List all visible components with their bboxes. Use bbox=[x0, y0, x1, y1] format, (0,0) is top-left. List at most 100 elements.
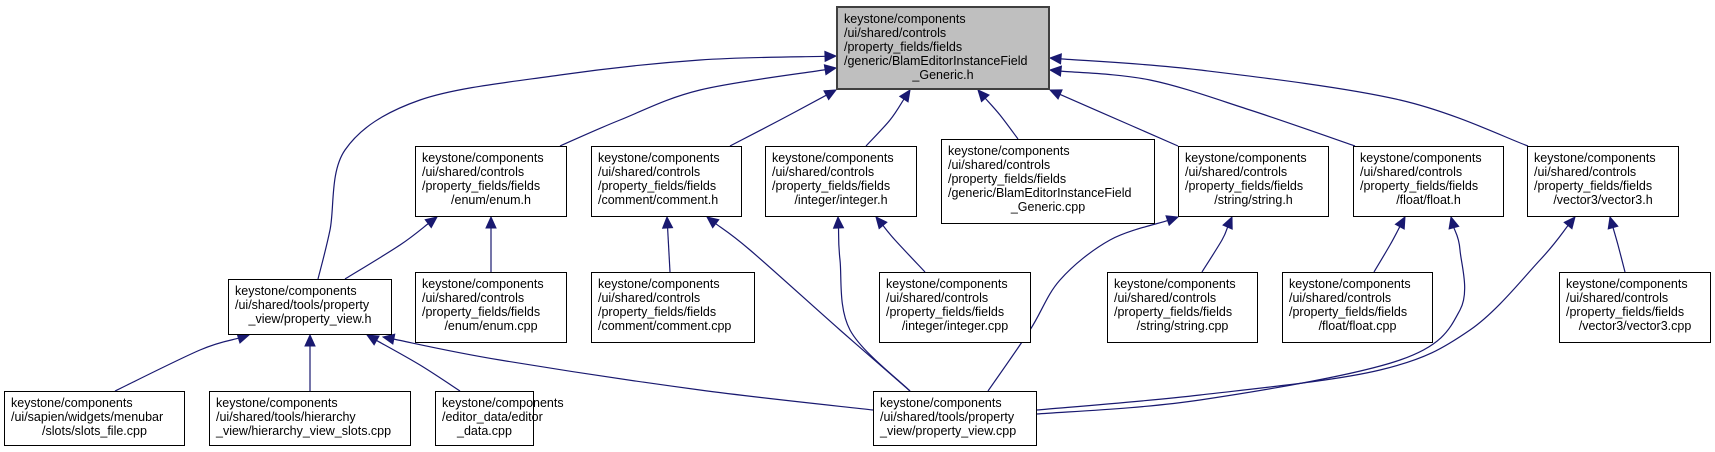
edge-line bbox=[1060, 58, 1529, 147]
node-root: keystone/components/ui/shared/controls/p… bbox=[836, 6, 1050, 90]
node-label-line: _data.cpp bbox=[457, 424, 512, 438]
node-label-line: keystone/components bbox=[1360, 151, 1482, 165]
node-label-line: /property_fields/fields bbox=[1185, 179, 1304, 193]
node-label-line: /editor_data/editor bbox=[442, 410, 543, 424]
edge-enum-cpp-to-enum-h bbox=[485, 215, 497, 272]
edge-integer-cpp-to-integer-h bbox=[875, 216, 926, 273]
arrowhead-icon bbox=[381, 333, 396, 345]
edge-property-view-cpp-to-float-h bbox=[1036, 215, 1466, 415]
node-label-line: keystone/components bbox=[844, 12, 966, 26]
arrowhead-icon bbox=[1607, 215, 1619, 230]
node-float-cpp[interactable]: keystone/components/ui/shared/controls/p… bbox=[1282, 272, 1433, 343]
node-label-line: _view/hierarchy_view_slots.cpp bbox=[216, 424, 392, 438]
edge-property-view-h-to-root bbox=[317, 50, 838, 280]
node-label-line: keystone/components bbox=[772, 151, 894, 165]
node-slots-file-cpp[interactable]: keystone/components/ui/sapien/widgets/me… bbox=[4, 391, 185, 446]
node-label-line: /property_fields/fields bbox=[1114, 305, 1233, 319]
node-vector3-h[interactable]: keystone/components/ui/shared/controls/p… bbox=[1527, 146, 1679, 217]
node-property-view-h[interactable]: keystone/components/ui/shared/tools/prop… bbox=[228, 279, 392, 335]
edge-line bbox=[1373, 226, 1401, 273]
node-label-line: /property_fields/fields bbox=[844, 40, 963, 54]
arrowhead-icon bbox=[898, 88, 911, 103]
edge-integer-h-to-root bbox=[865, 88, 911, 147]
node-vector3-cpp[interactable]: keystone/components/ui/shared/controls/p… bbox=[1559, 272, 1711, 343]
node-label-line: _view/property_view.cpp bbox=[880, 424, 1017, 438]
edge-line bbox=[987, 219, 1168, 392]
node-label-line: /property_fields/fields bbox=[598, 305, 717, 319]
node-generic-cpp[interactable]: keystone/components/ui/shared/controls/p… bbox=[941, 139, 1155, 224]
node-enum-cpp[interactable]: keystone/components/ui/shared/controls/p… bbox=[415, 272, 567, 343]
arrowhead-icon bbox=[1048, 89, 1063, 100]
node-label-line: /ui/shared/controls bbox=[598, 165, 701, 179]
edge-float-h-to-root bbox=[1048, 65, 1356, 147]
edge-hierarchy-cpp-to-property-view-h bbox=[304, 333, 316, 391]
edge-line bbox=[729, 94, 827, 147]
node-label-line: /integer/integer.h bbox=[794, 193, 888, 207]
edge-line bbox=[882, 225, 926, 273]
node-enum-h[interactable]: keystone/components/ui/shared/controls/p… bbox=[415, 146, 567, 217]
edge-enum-h-to-root bbox=[559, 64, 838, 147]
node-label-line: /ui/shared/controls bbox=[422, 291, 525, 305]
edge-property-view-cpp-to-string-h bbox=[987, 215, 1180, 392]
node-label-line: /ui/shared/controls bbox=[844, 26, 947, 40]
node-label-line: /ui/shared/tools/property bbox=[235, 298, 370, 312]
node-label-line: /property_fields/fields bbox=[598, 179, 717, 193]
node-label-line: keystone/components bbox=[235, 284, 357, 298]
arrowhead-icon bbox=[824, 50, 838, 63]
edge-line bbox=[984, 97, 1019, 140]
node-label-line: /ui/shared/controls bbox=[1289, 291, 1392, 305]
node-label-line: keystone/components bbox=[11, 396, 133, 410]
node-label-line: keystone/components bbox=[422, 277, 544, 291]
edge-line bbox=[114, 337, 239, 392]
edge-line bbox=[837, 227, 911, 392]
edge-string-cpp-to-string-h bbox=[1201, 215, 1233, 273]
node-label-line: /property_fields/fields bbox=[422, 179, 541, 193]
node-label-line: /property_fields/fields bbox=[1289, 305, 1408, 319]
edge-line bbox=[393, 338, 874, 411]
arrowhead-icon bbox=[304, 333, 316, 347]
node-label-line: /string/string.cpp bbox=[1136, 319, 1229, 333]
node-label-line: keystone/components bbox=[442, 396, 564, 410]
node-label-line: /property_fields/fields bbox=[1360, 179, 1479, 193]
node-label-line: /ui/shared/tools/property bbox=[880, 410, 1015, 424]
node-label-line: keystone/components bbox=[1114, 277, 1236, 291]
node-integer-h[interactable]: keystone/components/ui/shared/controls/p… bbox=[765, 146, 917, 217]
node-label-line: keystone/components bbox=[598, 277, 720, 291]
node-property-view-cpp[interactable]: keystone/components/ui/shared/tools/prop… bbox=[873, 391, 1037, 446]
node-label-line: /ui/shared/controls bbox=[422, 165, 525, 179]
node-editor-data-cpp[interactable]: keystone/components/editor_data/editor_d… bbox=[435, 391, 564, 446]
edge-slots-file-cpp-to-property-view-h bbox=[114, 332, 251, 392]
arrowhead-icon bbox=[977, 89, 990, 103]
node-label-line: /ui/shared/tools/hierarchy bbox=[216, 410, 356, 424]
node-label-line: keystone/components bbox=[1534, 151, 1656, 165]
node-label-line: /ui/shared/controls bbox=[886, 291, 989, 305]
node-label-line: /property_fields/fields bbox=[948, 172, 1067, 186]
node-string-h[interactable]: keystone/components/ui/shared/controls/p… bbox=[1178, 146, 1329, 217]
node-comment-h[interactable]: keystone/components/ui/shared/controls/p… bbox=[591, 146, 742, 217]
edge-line bbox=[865, 98, 905, 147]
node-string-cpp[interactable]: keystone/components/ui/shared/controls/p… bbox=[1107, 272, 1258, 343]
arrowhead-icon bbox=[1048, 65, 1063, 77]
edge-line bbox=[344, 223, 429, 280]
edge-float-cpp-to-float-h bbox=[1373, 215, 1406, 273]
arrowhead-icon bbox=[875, 216, 888, 230]
edge-property-view-cpp-to-vector3-h bbox=[1036, 216, 1576, 411]
node-float-h[interactable]: keystone/components/ui/shared/controls/p… bbox=[1353, 146, 1504, 217]
node-label-line: /ui/shared/controls bbox=[1360, 165, 1463, 179]
node-label-line: /property_fields/fields bbox=[1534, 179, 1653, 193]
node-label-line: /comment/comment.cpp bbox=[598, 319, 732, 333]
arrowhead-icon bbox=[706, 216, 720, 229]
node-hierarchy-cpp[interactable]: keystone/components/ui/shared/tools/hier… bbox=[209, 391, 411, 446]
node-label-line: /property_fields/fields bbox=[772, 179, 891, 193]
node-comment-cpp[interactable]: keystone/components/ui/shared/controls/p… bbox=[591, 272, 755, 343]
edge-generic-cpp-to-root bbox=[977, 89, 1019, 140]
node-integer-cpp[interactable]: keystone/components/ui/shared/controls/p… bbox=[879, 272, 1031, 343]
node-label-line: keystone/components bbox=[1566, 277, 1688, 291]
node-label-line: keystone/components bbox=[948, 144, 1070, 158]
arrowhead-icon bbox=[365, 334, 380, 346]
node-label-line: /generic/BlamEditorInstanceField bbox=[948, 186, 1132, 200]
edge-line bbox=[1612, 227, 1626, 273]
edge-line bbox=[1059, 93, 1179, 147]
